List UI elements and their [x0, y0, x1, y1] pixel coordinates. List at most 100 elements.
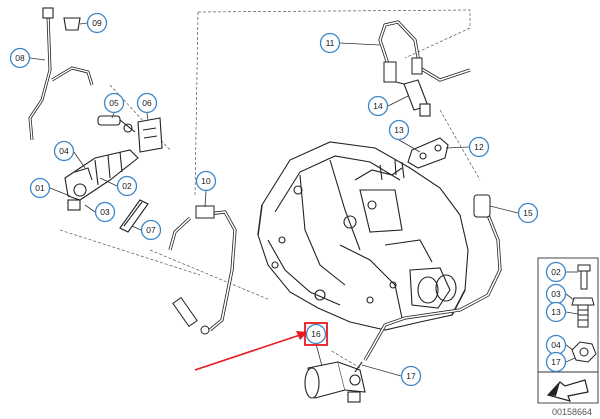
callout-03-circle: [94, 201, 116, 223]
callout-13-label: 13: [394, 125, 404, 135]
callout-14-leader: [387, 95, 409, 107]
gearbox-housing: [257, 141, 469, 331]
callout-11-circle: [319, 32, 341, 54]
callout-16: 16: [304, 322, 328, 346]
callout-09-circle: [86, 12, 108, 34]
callout-06-circle: [136, 92, 158, 114]
master-cylinder-assembly: [28, 7, 163, 233]
callout-07-label: 07: [146, 225, 156, 235]
bolt-icon: [577, 264, 591, 290]
callout-01-label: 01: [35, 183, 45, 193]
legend-callout-17-circle: [545, 351, 567, 373]
hex-bolt-icon: [571, 297, 595, 328]
callout-02: 02: [116, 175, 138, 197]
legend-callout-02-label: 02: [551, 267, 561, 277]
reference-lines: [59, 9, 481, 369]
callout-17-circle: [400, 365, 422, 387]
highlight-arrow: [194, 331, 308, 371]
callout-04-leader: [73, 151, 86, 169]
callout-15: 15: [517, 202, 539, 224]
callout-05: 05: [103, 92, 125, 114]
highlight-box: [304, 322, 328, 346]
callout-16-circle: [305, 323, 327, 345]
callout-11-label: 11: [326, 38, 335, 48]
callout-13: 13: [388, 119, 410, 141]
callout-04-label: 04: [59, 146, 69, 156]
legend-callout-02-circle: [545, 261, 567, 283]
callout-09-leader: [79, 22, 88, 25]
callout-15-circle: [517, 202, 539, 224]
callout-07-leader: [131, 225, 142, 231]
callout-06: 06: [136, 92, 158, 114]
legend-callout-13-circle: [545, 301, 567, 323]
clutch-pipe-11: [378, 20, 471, 83]
callout-12-leader: [445, 146, 470, 149]
callout-09-label: 09: [92, 18, 102, 28]
pipe-connector-14: [395, 79, 431, 117]
callout-02-label: 02: [122, 181, 132, 191]
legend-callout-03-leader: [565, 293, 575, 301]
callout-07: 07: [140, 219, 162, 241]
callout-16-leader: [315, 343, 323, 367]
callout-03-leader: [84, 204, 96, 213]
callout-06-leader: [146, 112, 149, 121]
callout-13-leader: [398, 139, 421, 153]
legend-callout-17-label: 17: [551, 357, 561, 367]
callout-04-circle: [53, 140, 75, 162]
callout-02-circle: [116, 175, 138, 197]
callout-08-leader: [29, 57, 46, 61]
nut-icon: [571, 341, 597, 363]
callout-02-leader: [99, 177, 118, 187]
clutch-pipe-10: [168, 205, 237, 335]
callout-10-circle: [195, 170, 217, 192]
callout-05-leader: [111, 112, 115, 119]
legend-callout-17-leader: [565, 357, 576, 363]
callout-03: 03: [94, 201, 116, 223]
callout-01-circle: [29, 177, 51, 199]
callout-17: 17: [400, 365, 422, 387]
legend-callout-04-leader: [565, 344, 574, 351]
callout-11: 11: [319, 32, 341, 54]
callout-10-leader: [204, 190, 207, 208]
hardware-legend: [537, 257, 599, 404]
callout-16-label: 16: [311, 329, 321, 339]
callout-12: 12: [468, 136, 490, 158]
callout-08-label: 08: [15, 53, 25, 63]
callout-12-circle: [468, 136, 490, 158]
callout-05-label: 05: [109, 98, 119, 108]
callout-17-leader: [361, 364, 402, 377]
bracket-12: [407, 137, 449, 169]
callout-14-circle: [367, 95, 389, 117]
legend-callout-03-label: 03: [551, 289, 561, 299]
callout-08-circle: [9, 47, 31, 69]
callout-01-leader: [49, 187, 71, 197]
legend-callout-17: 17: [545, 351, 567, 373]
legend-callout-04-label: 04: [551, 340, 561, 350]
callout-14: 14: [367, 95, 389, 117]
callout-14-label: 14: [373, 101, 383, 111]
legend-callout-13: 13: [545, 301, 567, 323]
callout-01: 01: [29, 177, 51, 199]
legend-callout-13-leader: [565, 311, 579, 315]
callout-08: 08: [9, 47, 31, 69]
reference-number: 00158664: [551, 407, 592, 417]
callout-10-label: 10: [201, 176, 211, 186]
callout-07-circle: [140, 219, 162, 241]
callout-layer: 01 02 03 04 05 06 07 08 09 10 11 12 13 14 15 16 17 02 03 13…: [9, 12, 579, 387]
legend-callout-03: 03: [545, 283, 567, 305]
legend-callout-02: 02: [545, 261, 567, 283]
callout-17-label: 17: [406, 371, 416, 381]
direction-arrow-icon: [546, 379, 589, 402]
callout-10: 10: [195, 170, 217, 192]
callout-12-label: 12: [474, 142, 484, 152]
legend-callout-04: 04: [545, 334, 567, 356]
callout-05-circle: [103, 92, 125, 114]
callout-09: 09: [86, 12, 108, 34]
callout-15-label: 15: [523, 208, 533, 218]
callout-06-label: 06: [142, 98, 152, 108]
clutch-pipe-15: [363, 194, 502, 361]
callout-04: 04: [53, 140, 75, 162]
callout-15-leader: [489, 205, 519, 214]
